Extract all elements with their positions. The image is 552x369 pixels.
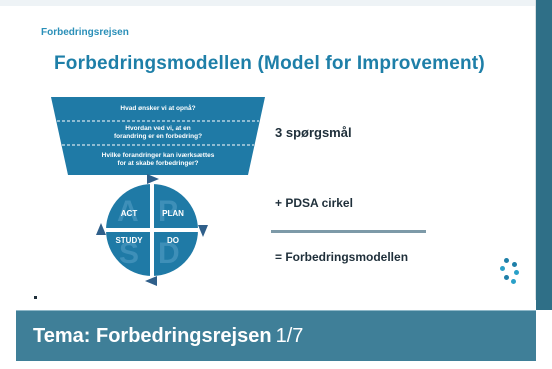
funnel-question-3-line2: for at skabe forbedringer? (117, 160, 199, 167)
caption-page: 1/7 (275, 325, 304, 347)
funnel-question-2: Hvordan ved vi, at en forandring er en f… (51, 125, 265, 141)
cycle-act-label: ACT (120, 209, 138, 218)
funnel-question-1: Hvad ønsker vi at opnå? (51, 105, 265, 113)
pdsa-cycle: A P S D ACT PLAN STUDY DO (95, 173, 209, 287)
funnel-question-3-line1: Hvilke forandringer kan iværksættes (101, 152, 215, 159)
cycle-do-label: DO (167, 236, 179, 245)
question-funnel: Hvad ønsker vi at opnå? Hvordan ved vi, … (51, 97, 265, 175)
svg-text:D: D (158, 237, 180, 270)
caption-title: Tema: Forbedringsrejsen (33, 325, 272, 347)
svg-text:S: S (119, 237, 139, 270)
funnel-shape (51, 97, 265, 175)
questions-label: 3 spørgsmål (275, 125, 352, 140)
slide-mark (34, 296, 37, 299)
slide-title: Forbedringsmodellen (Model for Improveme… (54, 53, 485, 74)
pdsa-label: + PDSA cirkel (275, 196, 353, 210)
right-edge-strip (536, 0, 552, 310)
section-label: Forbedringsrejsen (41, 27, 129, 38)
svg-text:A: A (117, 195, 139, 228)
funnel-question-2-line1: Hvordan ved vi, at en (125, 125, 191, 132)
sum-divider (271, 230, 426, 233)
dots-logo-icon (498, 256, 522, 286)
bottom-margin (0, 361, 552, 369)
pdsa-cycle-graphic: A P S D (96, 174, 208, 286)
funnel-question-1-text: Hvad ønsker vi at opnå? (120, 105, 196, 112)
cycle-plan-label: PLAN (162, 209, 184, 218)
slide-top-edge (0, 0, 552, 6)
model-label: = Forbedringsmodellen (275, 250, 409, 264)
funnel-question-3: Hvilke forandringer kan iværksættes for … (51, 152, 265, 168)
svg-text:P: P (158, 195, 178, 228)
funnel-question-2-line2: forandring er en forbedring? (113, 133, 203, 140)
cycle-study-label: STUDY (115, 236, 143, 245)
slide-edge (535, 0, 536, 300)
